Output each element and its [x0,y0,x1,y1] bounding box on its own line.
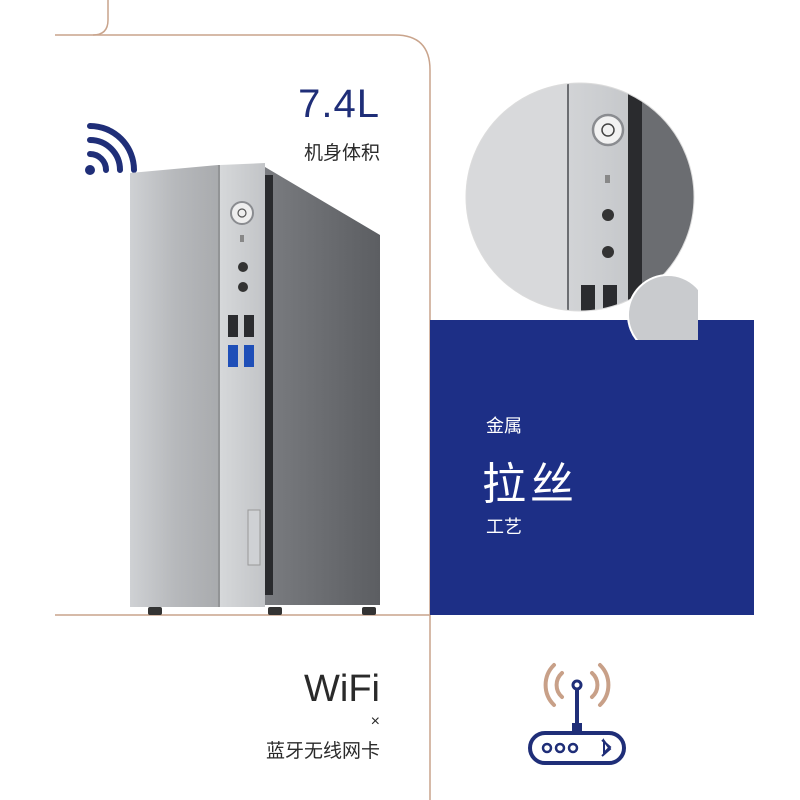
volume-value: 7.4L [298,82,380,126]
wifi-label: WiFi [304,668,380,710]
frame-line-top [55,34,431,800]
bluetooth-card-label: 蓝牙无线网卡 [265,741,380,762]
feature-line1: 金属 [486,416,522,436]
brushed-metal-zoom-image [465,82,698,340]
desktop-tower-image [130,163,380,615]
usb-port-icon [228,315,254,367]
cross-symbol: × [370,713,380,730]
power-button-icon [230,201,254,225]
frame-line-topleft [92,0,109,36]
router-bluetooth-icon [528,663,626,765]
feature-line3: 工艺 [486,517,522,537]
feature-panel [430,320,754,615]
feature-headline: 拉丝 [482,460,578,509]
wifi-icon [85,123,137,175]
volume-label: 机身体积 [303,143,380,164]
